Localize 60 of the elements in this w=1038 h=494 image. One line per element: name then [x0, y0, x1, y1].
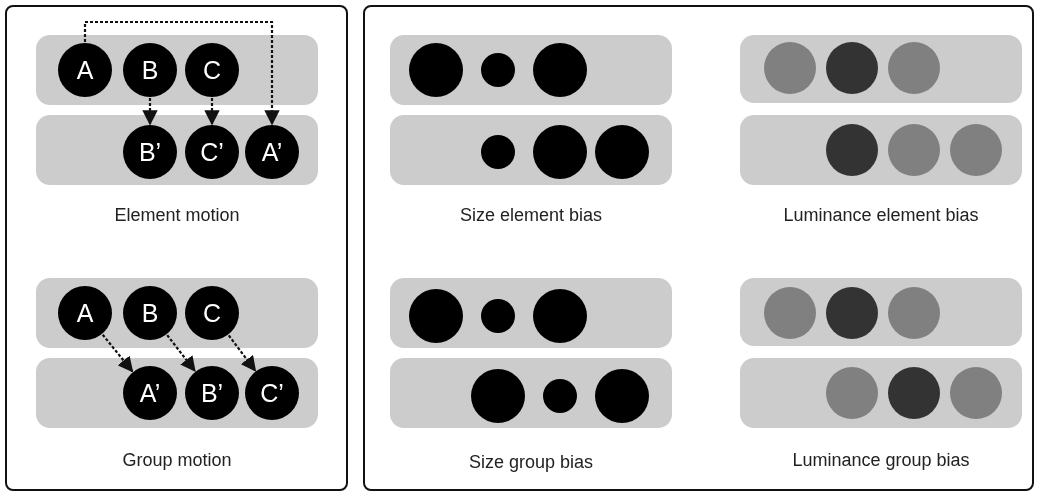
band [390, 278, 672, 348]
band [740, 278, 1022, 346]
arrow [227, 334, 257, 372]
caption: Element motion [114, 205, 240, 226]
band [36, 278, 318, 348]
disc [481, 53, 515, 87]
caption: Luminance element bias [783, 205, 979, 226]
band [36, 358, 318, 428]
disc [950, 367, 1002, 419]
disc [481, 299, 515, 333]
disc [888, 287, 940, 339]
disc [826, 287, 878, 339]
disc [533, 43, 587, 97]
band [36, 35, 318, 105]
letter-disc: C [185, 43, 239, 97]
disc [950, 124, 1002, 176]
disc [826, 367, 878, 419]
band [740, 115, 1022, 185]
letter-disc: C [185, 286, 239, 340]
arrow [101, 334, 134, 373]
disc [533, 125, 587, 179]
arrow [166, 334, 196, 373]
band [740, 35, 1022, 103]
disc [533, 289, 587, 343]
arrow [204, 98, 220, 126]
letter-disc: B’ [185, 366, 239, 420]
caption: Group motion [122, 450, 232, 471]
arrow [142, 98, 158, 126]
disc [595, 369, 649, 423]
letter-disc: C’ [185, 125, 239, 179]
letter-disc: B’ [123, 125, 177, 179]
disc [764, 42, 816, 94]
disc [543, 379, 577, 413]
disc [764, 287, 816, 339]
arrow [83, 20, 280, 126]
letter-disc: A’ [245, 125, 299, 179]
disc [409, 289, 463, 343]
letter-disc: A [58, 43, 112, 97]
letter-disc: B [123, 286, 177, 340]
band [390, 115, 672, 185]
letter-disc: B [123, 43, 177, 97]
letter-disc: A’ [123, 366, 177, 420]
disc [888, 42, 940, 94]
disc [481, 135, 515, 169]
caption: Luminance group bias [792, 450, 970, 471]
letter-disc: A [58, 286, 112, 340]
caption: Size group bias [468, 452, 594, 473]
disc [595, 125, 649, 179]
band [390, 35, 672, 105]
band [36, 115, 318, 185]
disc [888, 367, 940, 419]
letter-disc: C’ [245, 366, 299, 420]
disc [409, 43, 463, 97]
band [740, 358, 1022, 428]
disc [471, 369, 525, 423]
disc [888, 124, 940, 176]
band [390, 358, 672, 428]
disc [826, 42, 878, 94]
disc [826, 124, 878, 176]
caption: Size element bias [459, 205, 603, 226]
